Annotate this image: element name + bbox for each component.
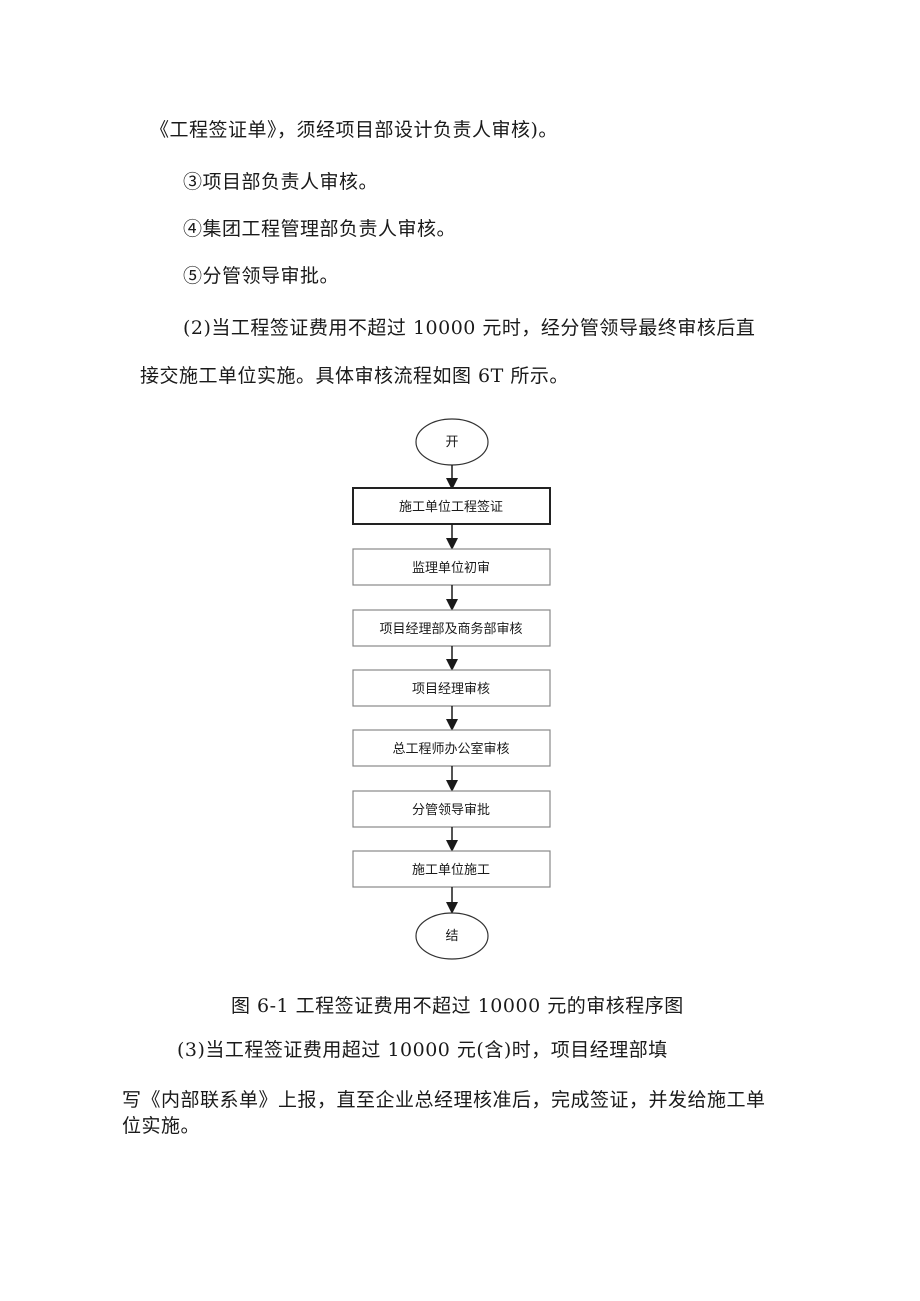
paragraph-rule-3-cont-line-2: 位实施。 [122, 1115, 201, 1137]
flow-step-label: 项目经理审核 [412, 682, 490, 697]
flow-start-label: 开 [445, 435, 458, 450]
flow-step-label: 施工单位施工 [412, 863, 490, 878]
flow-step-box [352, 729, 551, 767]
flow-step-box [352, 609, 551, 647]
flow-step-box [352, 548, 551, 586]
paragraph-step-4: ④集团工程管理部负责人审核。 [183, 218, 457, 240]
paragraph-step-3: ③项目部负责人审核。 [183, 171, 379, 193]
flow-step-box [352, 850, 551, 888]
flow-end-node [415, 912, 489, 960]
flow-step-label: 监理单位初审 [412, 561, 490, 576]
flow-step-label: 分管领导审批 [412, 803, 490, 818]
flow-step-box [352, 487, 551, 525]
flow-step-label: 施工单位工程签证 [399, 499, 503, 515]
paragraph-rule-3: (3)当工程签证费用超过 10000 元(含)时，项目经理部填 [177, 1039, 668, 1061]
figure-caption: 图 6-1 工程签证费用不超过 10000 元的审核程序图 [231, 995, 684, 1017]
flow-end-label: 结 [445, 929, 458, 944]
flow-step-label: 总工程师办公室审核 [392, 741, 509, 757]
paragraph-step-5: ⑤分管领导审批。 [183, 265, 340, 287]
paragraph-rule-2-line-2: 接交施工单位实施。具体审核流程如图 6T 所示。 [140, 365, 569, 387]
flow-step-box [352, 790, 551, 828]
paragraph-form-note: 《工程签证单》，须经项目部设计负责人审核)。 [150, 119, 558, 141]
paragraph-rule-3-cont-line-1: 写《内部联系单》上报，直至企业总经理核准后，完成签证，并发给施工单 [122, 1089, 766, 1111]
paragraph-rule-2-line-1: (2)当工程签证费用不超过 10000 元时，经分管领导最终审核后直 [183, 317, 756, 339]
flow-step-label: 项目经理部及商务部审核 [379, 621, 522, 637]
